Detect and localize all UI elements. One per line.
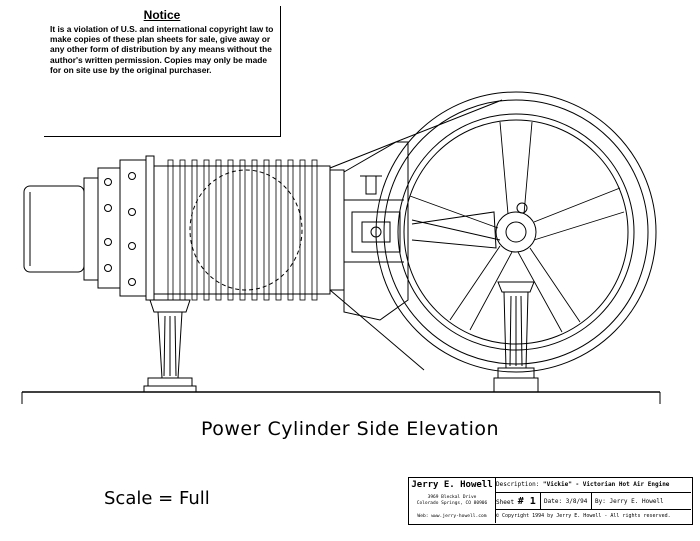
author-box: Jerry E. Howell 3969 Bleckal Drive Color… bbox=[409, 478, 496, 523]
by-cell: By: Jerry E. Howell bbox=[595, 498, 664, 505]
author-website: Web: www.jerry-howell.com bbox=[417, 514, 487, 519]
sheet-number: # 1 bbox=[517, 496, 536, 507]
title-block-divider-4 bbox=[496, 509, 691, 510]
date-label: Date: bbox=[544, 498, 563, 505]
sheet-label: Sheet bbox=[496, 499, 515, 506]
by-value: Jerry E. Howell bbox=[609, 498, 664, 505]
address-line-1: 3969 Bleckal Drive bbox=[427, 495, 477, 500]
copyright-row: © Copyright 1994 by Jerry E. Howell - Al… bbox=[496, 513, 671, 519]
crank-pin bbox=[516, 202, 528, 214]
date-cell: Date: 3/8/94 bbox=[544, 498, 587, 505]
right-support-column bbox=[493, 281, 539, 393]
description-value: "Vickie" - Victorian Hot Air Engine bbox=[542, 481, 670, 488]
scale-label: Scale = Full bbox=[104, 488, 210, 509]
copyright-notice-box: Notice It is a violation of U.S. and int… bbox=[44, 6, 281, 137]
author-name: Jerry E. Howell bbox=[411, 480, 493, 490]
title-block-divider-1 bbox=[496, 492, 691, 493]
title-block-divider-2 bbox=[540, 492, 541, 509]
sheet-cell: Sheet # 1 bbox=[496, 496, 536, 507]
notice-title: Notice bbox=[143, 8, 181, 22]
copyright-text: Copyright 1994 by Jerry E. Howell - All … bbox=[502, 513, 671, 519]
by-label: By: bbox=[595, 498, 606, 505]
drawing-caption: Power Cylinder Side Elevation bbox=[200, 418, 500, 440]
finned-cylinder bbox=[153, 159, 345, 301]
notice-body: It is a violation of U.S. and internatio… bbox=[50, 24, 274, 75]
title-block-divider-3 bbox=[591, 492, 592, 509]
end-cap bbox=[23, 177, 99, 281]
address-line-2: Colorado Springs, CO 80906 bbox=[416, 501, 488, 506]
cylinder-flange bbox=[97, 155, 155, 301]
description-row: Description: "Vickie" - Victorian Hot Ai… bbox=[496, 481, 691, 488]
description-label: Description: bbox=[496, 481, 540, 488]
date-value: 3/8/94 bbox=[565, 498, 588, 505]
title-block: Jerry E. Howell 3969 Bleckal Drive Color… bbox=[408, 477, 693, 525]
left-support-column bbox=[143, 299, 197, 393]
